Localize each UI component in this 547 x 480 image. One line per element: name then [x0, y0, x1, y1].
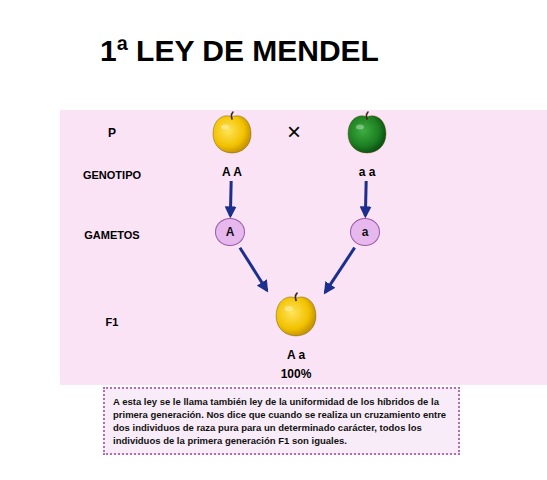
genotype-text: A a	[268, 348, 324, 362]
page-title: 1ª LEY DE MENDEL	[100, 34, 379, 68]
caption-box: A esta ley se le llama también ley de la…	[103, 387, 460, 455]
arrow-connector	[240, 248, 267, 291]
apple-illustration	[273, 292, 319, 338]
apple-node: a a	[340, 111, 394, 179]
apple-illustration	[345, 111, 389, 155]
apple-node: A A	[205, 111, 259, 179]
row-label: P	[108, 126, 116, 140]
cross-symbol: ×	[287, 118, 301, 146]
gamete-text: A	[226, 225, 235, 239]
genotype-text: a a	[340, 165, 394, 179]
row-label: GENOTIPO	[83, 169, 141, 181]
apple-node: A a 100%	[268, 292, 324, 381]
percent-text: 100%	[268, 367, 324, 381]
arrow-connector	[229, 181, 233, 216]
gamete-circle: a	[350, 218, 380, 246]
row-label: F1	[106, 316, 119, 328]
gamete-text: a	[362, 225, 369, 239]
row-label: GAMETOS	[84, 229, 139, 241]
arrow-connector	[325, 248, 355, 293]
arrow-connector	[364, 181, 368, 216]
apple-illustration	[210, 111, 254, 155]
background-panel	[60, 110, 547, 385]
gamete-circle: A	[215, 218, 245, 246]
genotype-text: A A	[205, 165, 259, 179]
